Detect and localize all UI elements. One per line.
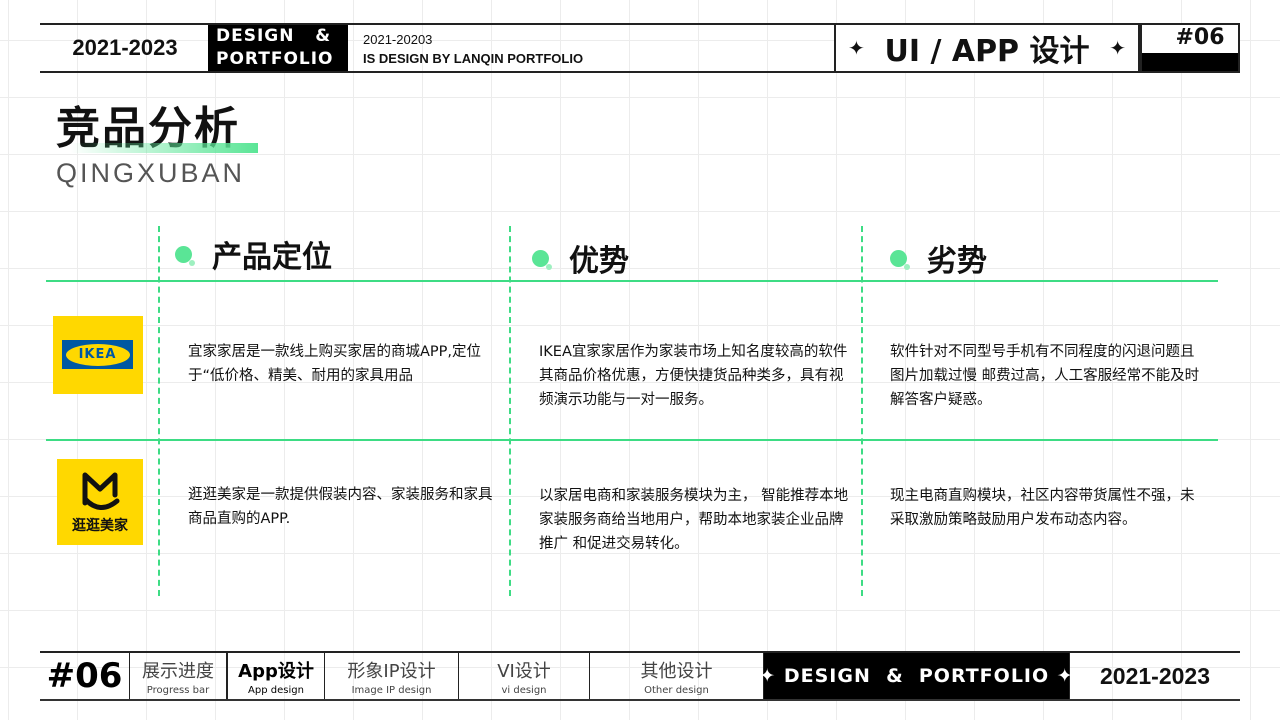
top-bar [40,23,1240,73]
header-brand: DESIGN &PORTFOLIO [208,25,348,71]
cell-text: IKEA宜家家居作为家装市场上知名度较高的软件其商品价格优惠，方便快捷货品种类多… [539,344,848,408]
sparkle-icon: ✦ [1109,36,1126,60]
dot-icon [175,245,195,266]
footer-number: #06 [40,653,130,699]
footer-brand: ✦ DESIGN & PORTFOLIO ✦ [759,653,1073,699]
cell-text: 以家居电商和家装服务模块为主， 智能推荐本地家装服务商给当地用户，帮助本地家装企… [539,488,849,552]
sparkle-icon: ✦ [1049,665,1074,687]
guangguang-logo: 逛逛美家 [57,459,143,545]
sparkle-icon: ✦ [759,665,784,687]
column-divider [861,226,863,596]
sparkle-icon: ✦ [848,36,865,60]
ikea-logo: IKEA [53,316,143,394]
column-divider [509,226,511,596]
cat-face-icon [82,472,120,510]
column-divider [158,226,160,596]
footer-years: 2021-2023 [1100,662,1210,689]
dot-icon [532,249,552,270]
section-label: ✦UI / APP 设计✦ [834,23,1140,73]
dot-icon [890,249,910,270]
cell-text: 现主电商直购模块，社区内容带货属性不强，未采取激励策略鼓励用户发布动态内容。 [890,488,1195,528]
header-years: 2021-2023 [72,35,178,60]
row-divider [46,439,1218,441]
cell-text: 软件针对不同型号手机有不同程度的闪退问题且图片加载过慢 邮费过高，人工客服经常不… [890,344,1200,408]
row-divider [46,280,1218,282]
column-header: 优势 [532,236,629,280]
cell-text: 宜家家居是一款线上购买家居的商城APP,定位于“低价格、精美、耐用的家具用品 [188,344,482,384]
title-underline [70,143,258,153]
page-subtitle: QINGXUBAN [56,158,246,188]
page-number: #06 [1140,23,1240,73]
cell-text: 逛逛美家是一款提供假装内容、家装服务和家具商品直购的APP. [188,487,493,527]
column-header: 产品定位 [175,232,332,276]
column-header: 劣势 [890,236,987,280]
